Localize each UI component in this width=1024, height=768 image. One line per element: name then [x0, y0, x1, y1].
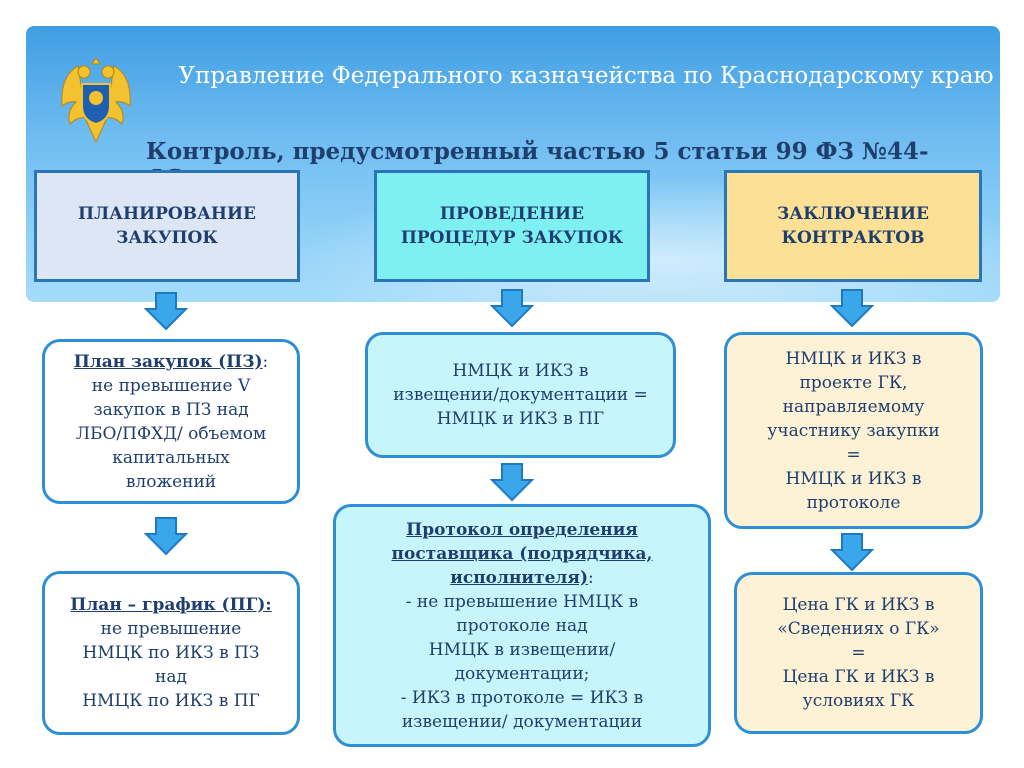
box-line: проекте ГК,	[799, 372, 908, 393]
box-line: НМЦК и ИКЗ в	[785, 468, 922, 489]
box-line: - ИКЗ в протоколе = ИКЗ в	[400, 687, 644, 708]
box-line: - не превышение НМЦК в	[405, 591, 639, 612]
box-line: условиях ГК	[802, 691, 915, 711]
down-arrow-icon	[490, 289, 534, 328]
plan-grafik-box: План – график (ПГ): не превышение НМЦК п…	[42, 571, 300, 735]
box-heading: План – график (ПГ):	[70, 595, 272, 615]
box-line: Цена ГК и ИКЗ в	[782, 595, 935, 615]
box-line: протоколе над	[456, 615, 588, 636]
box-line: НМЦК и ИКЗ в ПГ	[436, 409, 605, 429]
box-heading-suffix: :	[262, 351, 269, 372]
box-line: извещении/документации =	[393, 385, 648, 405]
box-line: НМЦК и ИКЗ в	[452, 361, 589, 381]
box-line: ЛБО/ПФХД/ объемом	[75, 423, 267, 444]
down-arrow-icon	[490, 463, 534, 502]
cena-gk-box: Цена ГК и ИКЗ в «Сведениях о ГК» = Цена …	[734, 572, 983, 734]
box-line: не превышение	[100, 619, 242, 639]
column-header-procedures: ПРОВЕДЕНИЕ ПРОЦЕДУР ЗАКУПОК	[374, 170, 650, 282]
column-header-line: ПЛАНИРОВАНИЕ	[78, 204, 256, 224]
box-line: направляемому	[782, 396, 925, 417]
column-header-line: ЗАКУПОК	[116, 228, 218, 248]
column-header-line: КОНТРАКТОВ	[781, 228, 925, 248]
box-line: «Сведениях о ГК»	[777, 619, 940, 639]
page-subtitle: Контроль, предусмотренный частью 5 стать…	[146, 138, 929, 192]
box-line: НМЦК по ИКЗ в ПЗ	[82, 643, 260, 663]
box-line: НМЦК в извещении/	[428, 639, 616, 660]
down-arrow-icon	[144, 517, 188, 556]
down-arrow-icon	[830, 533, 874, 572]
column-header-line: ПРОЦЕДУР ЗАКУПОК	[400, 228, 624, 248]
column-header-line: ПРОВЕДЕНИЕ	[439, 204, 585, 224]
box-line: над	[155, 667, 187, 687]
box-heading: Протокол определения	[406, 519, 638, 540]
box-line: закупок в ПЗ над	[93, 399, 249, 420]
box-line: НМЦК и ИКЗ в	[785, 348, 922, 369]
box-line: НМЦК по ИКЗ в ПГ	[82, 691, 260, 711]
box-line: =	[846, 444, 861, 465]
down-arrow-icon	[144, 292, 188, 331]
box-line: протоколе	[806, 492, 901, 513]
box-heading: План закупок (ПЗ)	[73, 351, 263, 372]
coat-of-arms-emblem-icon	[61, 57, 131, 144]
nmck-proekt-box: НМЦК и ИКЗ в проекте ГК, направляемому у…	[724, 332, 983, 529]
organization-title: Управление Федерального казначейства по …	[178, 63, 994, 89]
box-line: =	[851, 643, 866, 663]
box-line: Цена ГК и ИКЗ в	[782, 667, 935, 687]
box-heading: исполнителя)	[450, 567, 588, 588]
column-header-contracts: ЗАКЛЮЧЕНИЕ КОНТРАКТОВ	[724, 170, 982, 282]
box-line: вложений	[125, 471, 217, 492]
box-line: документации;	[454, 663, 590, 684]
down-arrow-icon	[830, 289, 874, 328]
protokol-box: Протокол определения поставщика (подрядч…	[333, 504, 711, 747]
plan-zakupok-box: План закупок (ПЗ): не превышение V закуп…	[42, 339, 300, 504]
box-heading-line: исполнителя):	[336, 566, 708, 590]
box-heading-suffix: :	[587, 567, 594, 588]
box-line: участнику закупки	[767, 420, 940, 441]
box-heading-line: План закупок (ПЗ):	[45, 350, 297, 374]
box-line: не превышение V	[91, 375, 251, 396]
column-header-planning: ПЛАНИРОВАНИЕ ЗАКУПОК	[34, 170, 300, 282]
box-line: капитальных	[112, 447, 230, 468]
nmck-izveshchenie-box: НМЦК и ИКЗ в извещении/документации = НМ…	[365, 332, 676, 458]
box-heading: поставщика (подрядчика,	[391, 543, 653, 564]
box-line: извещении/ документации	[401, 711, 643, 732]
column-header-line: ЗАКЛЮЧЕНИЕ	[776, 204, 930, 224]
